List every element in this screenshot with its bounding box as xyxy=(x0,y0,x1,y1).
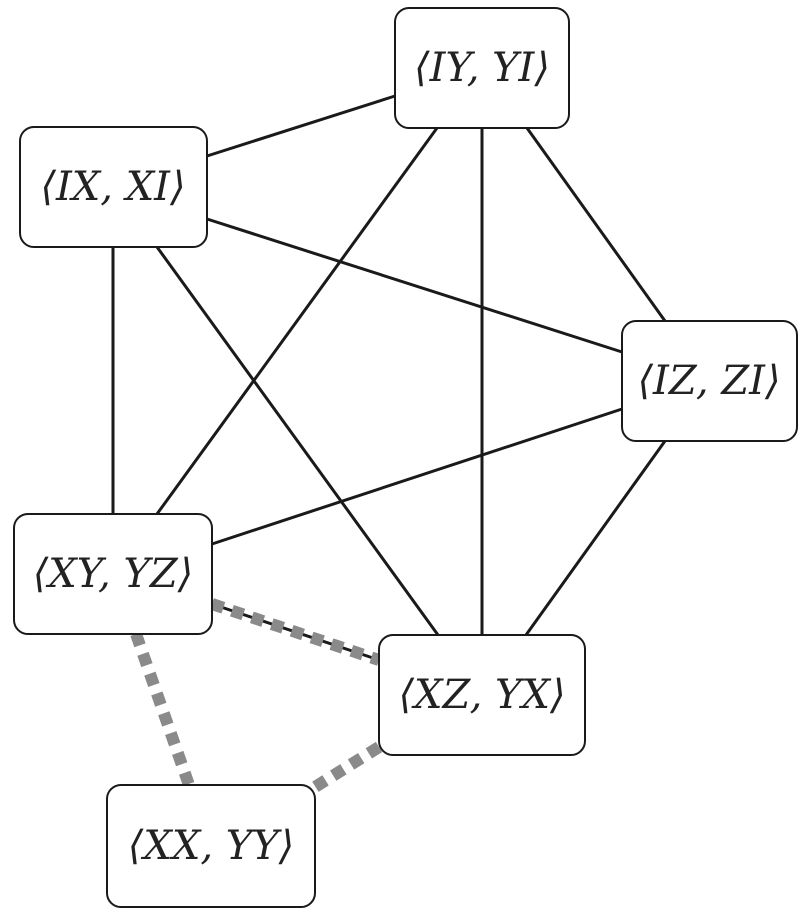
node-iz-zi: ⟨IZ, ZI⟩ xyxy=(621,320,798,442)
node-label: ⟨XY, YZ⟩ xyxy=(33,551,194,597)
edge-solid-ix-xi-to-iy-yi xyxy=(206,94,396,158)
edge-solid-iz-zi-to-xy-yz xyxy=(211,407,623,546)
node-box xyxy=(621,320,798,442)
node-label: ⟨IY, YI⟩ xyxy=(414,45,550,91)
edge-solid-ix-xi-to-xz-yx xyxy=(155,246,440,636)
node-label: ⟨XZ, YX⟩ xyxy=(398,672,565,718)
node-box xyxy=(394,7,570,129)
node-ix-xi: ⟨IX, XI⟩ xyxy=(19,126,208,248)
node-label: ⟨IZ, ZI⟩ xyxy=(637,358,780,404)
edge-solid-iy-yi-to-iz-zi xyxy=(525,127,667,322)
node-xx-yy: ⟨XX, YY⟩ xyxy=(106,784,316,908)
node-xy-yz: ⟨XY, YZ⟩ xyxy=(13,513,213,635)
node-box xyxy=(19,126,208,248)
node-xz-yx: ⟨XZ, YX⟩ xyxy=(378,634,586,756)
edge-solid-iy-yi-to-xy-yz xyxy=(155,127,439,515)
node-label: ⟨IX, XI⟩ xyxy=(40,164,185,210)
edge-dashed-xz-yx-to-xx-yy xyxy=(311,741,383,793)
edges-layer xyxy=(111,94,667,793)
node-label: ⟨XX, YY⟩ xyxy=(128,823,294,869)
edge-solid-iz-zi-to-xz-yx xyxy=(524,440,667,636)
edge-dashed-xy-yz-to-xx-yy xyxy=(130,632,195,787)
edge-solid-ix-xi-to-iz-zi xyxy=(206,217,623,354)
edge-dashed-xy-yz-to-xz-yx xyxy=(210,598,381,666)
node-box xyxy=(378,634,586,756)
node-box xyxy=(13,513,213,635)
node-iy-yi: ⟨IY, YI⟩ xyxy=(394,7,570,129)
node-box xyxy=(106,784,316,908)
